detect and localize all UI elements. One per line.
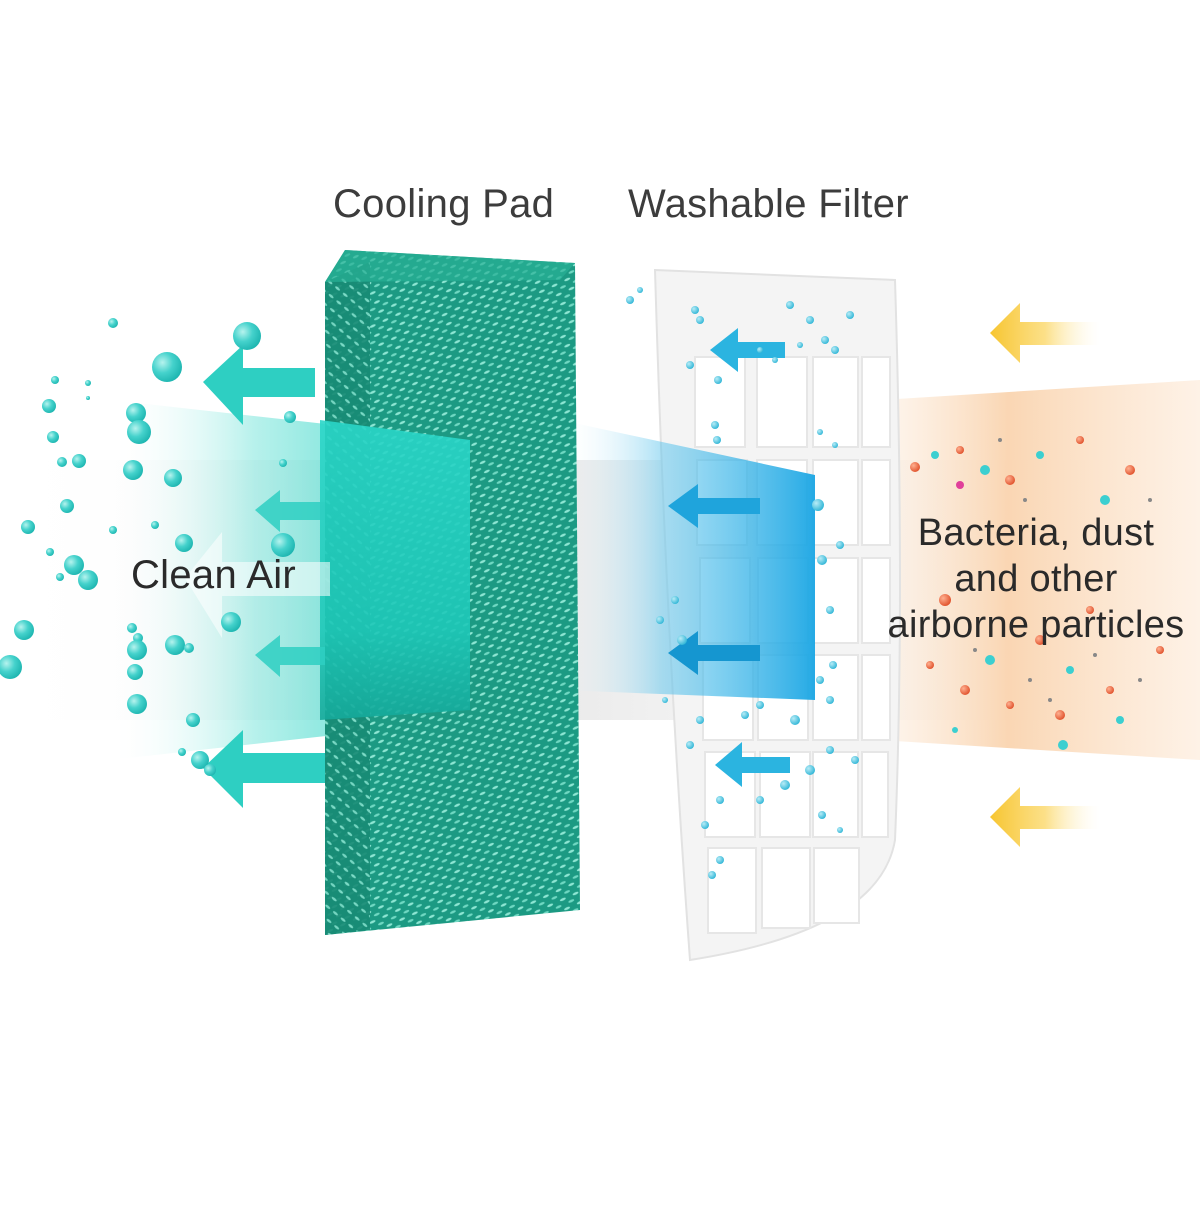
blue-left-arrow-icon bbox=[710, 328, 785, 372]
particles-label: Bacteria, dust and other airborne partic… bbox=[876, 510, 1196, 648]
yellow-left-arrow-icon bbox=[990, 787, 1100, 847]
particles-label-line-2: and other bbox=[954, 558, 1118, 600]
blue-left-arrow-icon bbox=[715, 742, 790, 787]
airborne-particles bbox=[910, 436, 1164, 750]
teal-left-arrow-icon bbox=[203, 345, 315, 425]
washable-filter-title: Washable Filter bbox=[628, 182, 909, 226]
yellow-left-arrow-icon bbox=[990, 303, 1100, 363]
clean-air-label: Clean Air bbox=[131, 553, 297, 597]
teal-left-arrow-icon bbox=[255, 635, 325, 677]
filter-airflow bbox=[560, 328, 815, 787]
cooling-airflow-panel bbox=[320, 420, 470, 720]
water-droplet-icon bbox=[0, 318, 296, 776]
teal-left-arrow-icon bbox=[255, 490, 325, 532]
dirty-air-zone bbox=[880, 380, 1200, 760]
filter-droplets bbox=[626, 287, 859, 879]
teal-left-arrow-icon bbox=[203, 730, 325, 808]
particles-label-line-1: Bacteria, dust bbox=[917, 512, 1155, 554]
white-left-arrow-icon bbox=[185, 532, 330, 638]
blue-left-arrow-icon bbox=[668, 484, 760, 528]
cooling-pad-title: Cooling Pad bbox=[333, 182, 555, 226]
particles-label-line-3: airborne particles bbox=[887, 604, 1185, 646]
blue-left-arrow-icon bbox=[668, 631, 760, 675]
